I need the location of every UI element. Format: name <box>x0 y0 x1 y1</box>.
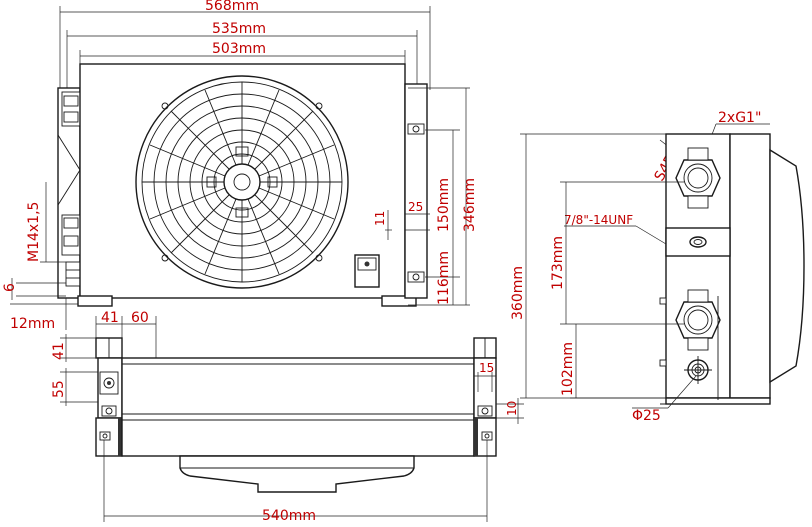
side-fan-shroud <box>769 148 805 384</box>
side-unf-port: 7/8"-14UNF <box>564 213 731 257</box>
side-lower-port <box>675 289 721 351</box>
dim-upper-height: 150mm <box>436 178 452 232</box>
bottom-left-bracket <box>95 337 123 457</box>
dim-small-25: 25 <box>408 200 423 214</box>
junction-box <box>354 254 380 288</box>
front-left-bracket <box>57 87 81 299</box>
dim-bottom-width: 540mm <box>262 508 316 524</box>
dim-bottom-60: 60 <box>131 310 149 326</box>
dim-total-height: 346mm <box>462 178 478 232</box>
bottom-view: 41 60 <box>51 310 524 524</box>
dim-lower-height: 116mm <box>436 251 452 305</box>
bottom-right-bracket <box>473 337 497 457</box>
bottom-top-dimensions: 41 60 <box>95 310 157 360</box>
front-view: 568mm 535mm 503mm <box>2 0 478 332</box>
dim-h360: 360mm <box>510 266 526 320</box>
side-dimensions: 360mm 173mm 102mm <box>510 133 684 399</box>
dim-phi25: Φ25 <box>632 408 661 424</box>
dim-thread: M14x1,5 <box>26 202 42 262</box>
bottom-left-dimensions: 41 55 <box>51 334 98 406</box>
dim-unf: 7/8"-14UNF <box>564 213 633 227</box>
bottom-core-body <box>121 357 475 457</box>
side-upper-port <box>675 147 721 209</box>
bottom-right-dimensions: 15 10 <box>474 361 524 424</box>
bottom-width-dimension: 540mm <box>103 440 488 524</box>
dim-bottom-41: 41 <box>101 310 119 326</box>
dim-h173: 173mm <box>550 236 566 290</box>
fan-assembly <box>135 75 349 289</box>
dim-core-width: 503mm <box>212 41 266 57</box>
side-phi25-callout: Φ25 <box>632 375 697 424</box>
dim-small-11: 11 <box>373 211 387 226</box>
dim-h102: 102mm <box>560 342 576 396</box>
front-left-dimensions: M14x1,5 6 12mm <box>2 182 78 332</box>
dim-bottom-12: 12mm <box>10 316 55 332</box>
front-right-dimensions: 150mm 346mm 116mm 11 25 <box>373 87 478 306</box>
dim-overall-width: 568mm <box>205 0 259 14</box>
dim-small-15: 15 <box>479 361 494 375</box>
dim-ports: 2xG1" <box>718 110 761 126</box>
dim-small-10: 10 <box>505 401 519 416</box>
dim-side-41: 41 <box>51 342 67 360</box>
front-right-bracket <box>404 83 428 299</box>
side-drain-port <box>684 356 712 384</box>
dim-small-6: 6 <box>2 283 18 292</box>
bottom-fan-shroud <box>179 455 415 493</box>
side-view: 2xG1" S45 7/8"-14UNF <box>510 110 805 424</box>
dim-mount-width: 535mm <box>212 21 266 37</box>
dim-side-55: 55 <box>51 380 67 398</box>
